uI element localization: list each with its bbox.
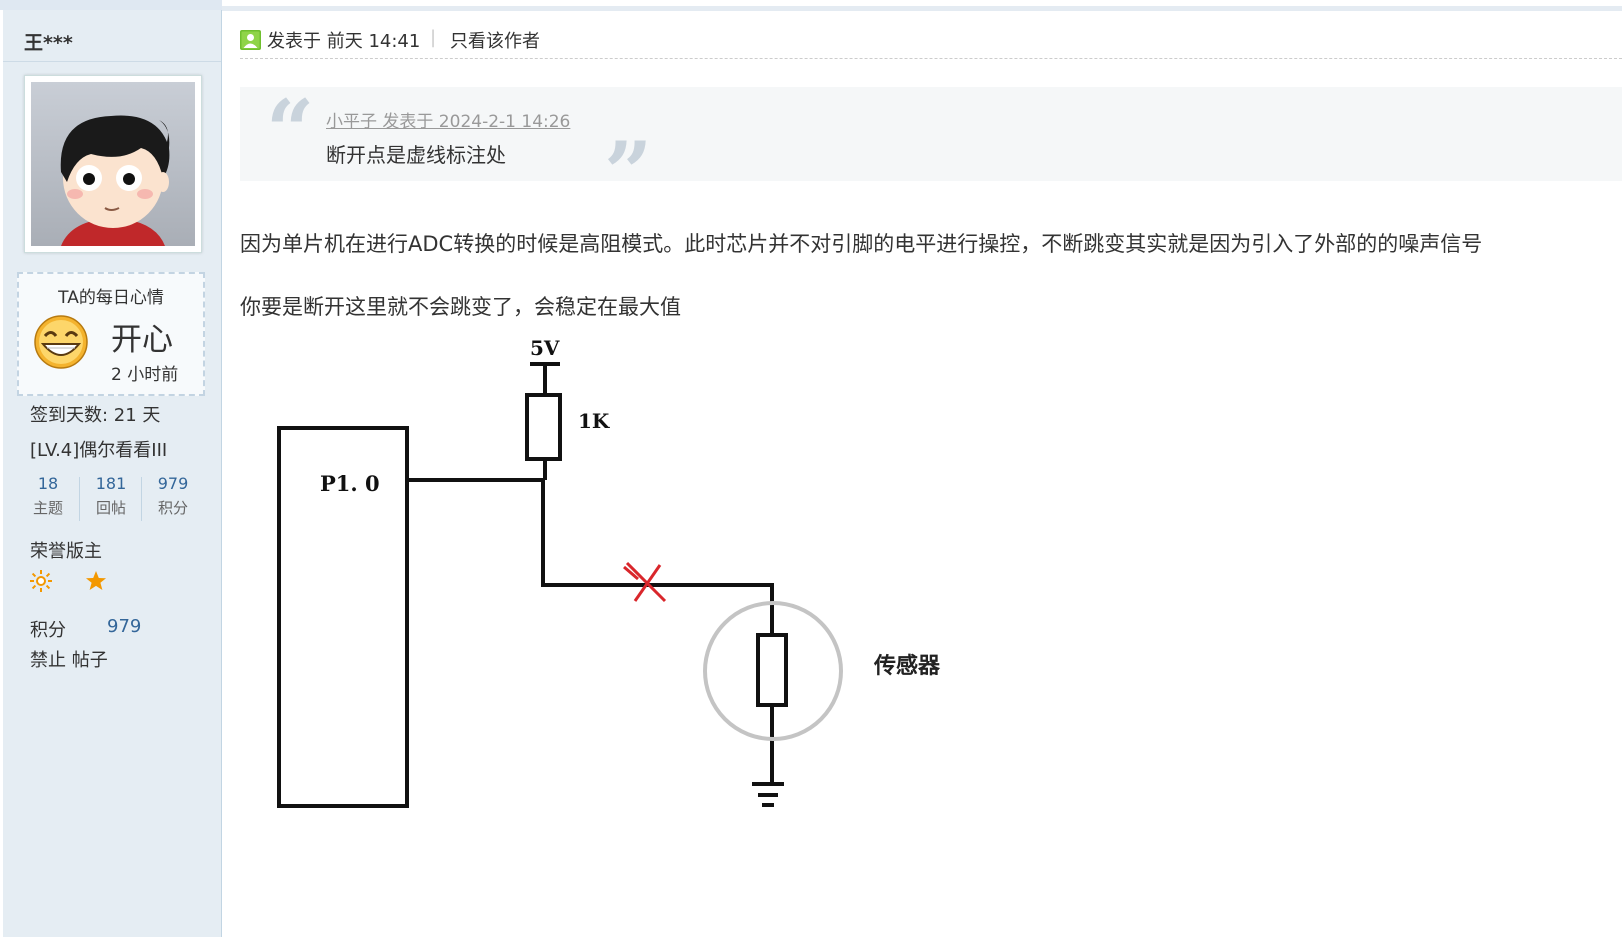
user-level[interactable]: [LV.4]偶尔看看III (30, 440, 168, 461)
score-value[interactable]: 979 (107, 616, 142, 637)
sensor-resistor (756, 633, 788, 707)
happy-face-icon (33, 314, 89, 374)
sensor-circle (703, 601, 843, 741)
quote-close-icon: ” (604, 123, 653, 222)
meta-pipe: | (430, 27, 437, 48)
top-border (0, 0, 1622, 11)
mood-title: TA的每日心情 (58, 288, 164, 308)
quote-text: 断开点是虚线标注处 (326, 143, 506, 167)
stat-replies-label: 回帖 (95, 499, 126, 517)
quote-block: “ 小平子 发表于 2024-2-1 14:26 断开点是虚线标注处 ” (240, 81, 1622, 215)
moon-icon (65, 572, 74, 590)
sensor-label: 传感器 (873, 653, 941, 679)
stat-points-value: 979 (157, 474, 189, 493)
meta-divider (240, 58, 1622, 59)
stat-divider (79, 477, 80, 521)
daily-mood-box: TA的每日心情 开心 2 小时前 (17, 272, 205, 396)
pullup-resistor (525, 393, 562, 461)
stat-topics[interactable]: 18 主题 (17, 473, 79, 523)
mood-time: 2 小时前 (111, 365, 179, 385)
resistor-label: 1K (578, 409, 610, 433)
score-label: 积分 (30, 620, 66, 641)
quote-author-link[interactable]: 小平子 发表于 2024-2-1 14:26 (326, 112, 571, 132)
mood-value: 开心 (111, 322, 173, 358)
stat-divider (141, 477, 142, 521)
checkin-days: 签到天数: 21 天 (30, 405, 161, 426)
stat-replies[interactable]: 181 回帖 (80, 473, 142, 523)
user-sidebar: 王*** TA的每日心情 (3, 10, 222, 937)
top-border-left (0, 0, 222, 10)
mcu-block (277, 426, 409, 808)
stat-topics-value: 18 (37, 474, 59, 493)
pin-label: P1. 0 (320, 471, 380, 496)
stat-topics-label: 主题 (32, 499, 63, 517)
break-mark-icon (623, 561, 667, 603)
sidebar-divider (3, 61, 221, 62)
star-icon (86, 571, 106, 590)
post-paragraph: 你要是断开这里就不会跳变了，会稳定在最大值 (240, 295, 681, 319)
circuit-diagram[interactable]: 5V 1K P1. 0 传感器 (262, 333, 962, 813)
stat-points[interactable]: 979 积分 (142, 473, 204, 523)
banned-notice: 禁止 帖子 (30, 650, 108, 671)
stat-points-label: 积分 (157, 499, 188, 517)
only-author-link[interactable]: 只看该作者 (450, 31, 540, 52)
online-user-icon (240, 30, 261, 50)
avatar[interactable] (24, 75, 202, 253)
user-stats: 18 主题 181 回帖 979 积分 (17, 473, 203, 525)
supply-label: 5V (530, 336, 560, 360)
top-border-right (222, 6, 1622, 11)
sun-icon (30, 570, 52, 592)
stat-replies-value: 181 (95, 474, 127, 493)
post-paragraph: 因为单片机在进行ADC转换的时候是高阻模式。此时芯片并不对引脚的电平进行操控，不… (240, 232, 1483, 256)
user-group[interactable]: 荣誉版主 (30, 541, 102, 562)
username[interactable]: 王*** (24, 32, 73, 54)
avatar-image (31, 82, 195, 246)
quote-open-icon: “ (266, 81, 315, 180)
post-time: 发表于 前天 14:41 (267, 31, 421, 52)
